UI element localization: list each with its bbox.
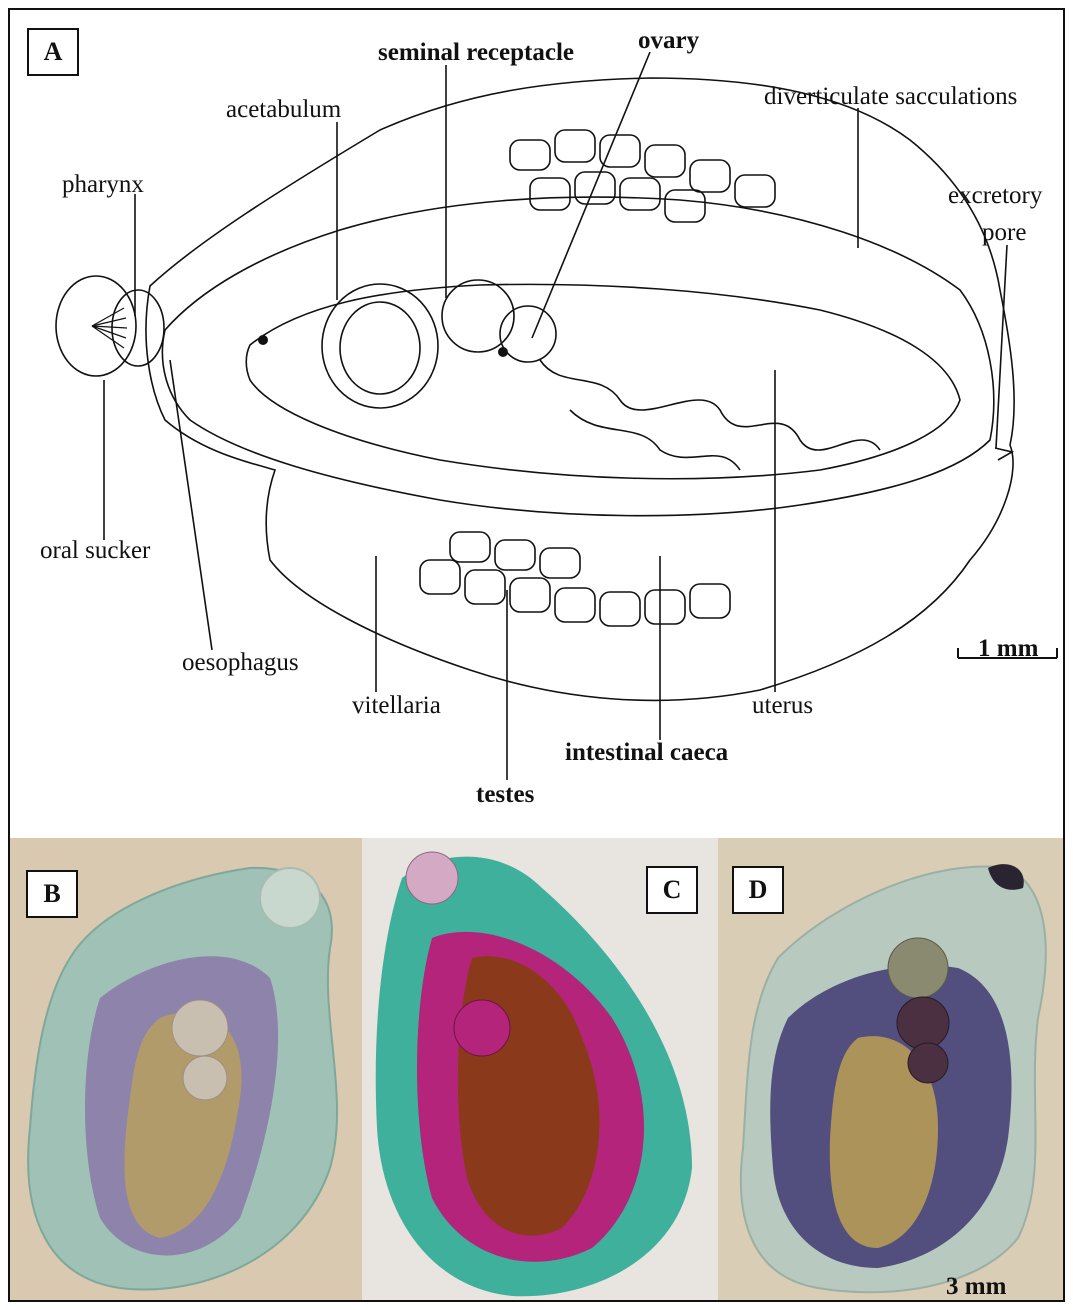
pharynx-muscles	[92, 308, 127, 348]
panel-a-label: A	[27, 28, 79, 76]
photo-c: C	[362, 838, 718, 1300]
label-diverticulate-sacculations: diverticulate sacculations	[764, 84, 1017, 109]
photo-d: D 3 mm	[718, 838, 1063, 1300]
label-seminal-receptacle: seminal receptacle	[378, 40, 574, 65]
label-oral-sucker: oral sucker	[40, 538, 150, 563]
scale-bar-a-label: 1 mm	[978, 636, 1038, 661]
label-pore: pore	[982, 220, 1026, 245]
label-oesophagus: oesophagus	[182, 650, 299, 675]
ovary-dot	[498, 347, 508, 357]
acetabulum-inner	[340, 302, 420, 394]
label-vitellaria: vitellaria	[352, 693, 441, 718]
panel-c-label: C	[646, 866, 698, 914]
label-intestinal-caeca: intestinal caeca	[565, 740, 728, 765]
uterus-coils	[540, 360, 880, 450]
label-uterus: uterus	[752, 693, 813, 718]
scale-bar-d-label: 3 mm	[946, 1274, 1006, 1299]
testes-bottom	[420, 532, 730, 626]
label-testes: testes	[476, 782, 534, 807]
label-acetabulum: acetabulum	[226, 97, 341, 122]
genital-pore-dot	[258, 335, 268, 345]
label-pharynx: pharynx	[62, 172, 144, 197]
photo-b: B	[10, 838, 362, 1300]
panel-d-label: D	[732, 866, 784, 914]
panel-b-label: B	[26, 870, 78, 918]
label-ovary: ovary	[638, 28, 699, 53]
caeca-outline	[162, 197, 993, 516]
seminal-receptacle	[442, 280, 514, 352]
body-outline	[146, 78, 1014, 700]
label-excretory: excretory	[948, 183, 1042, 208]
testes-top	[510, 130, 775, 222]
